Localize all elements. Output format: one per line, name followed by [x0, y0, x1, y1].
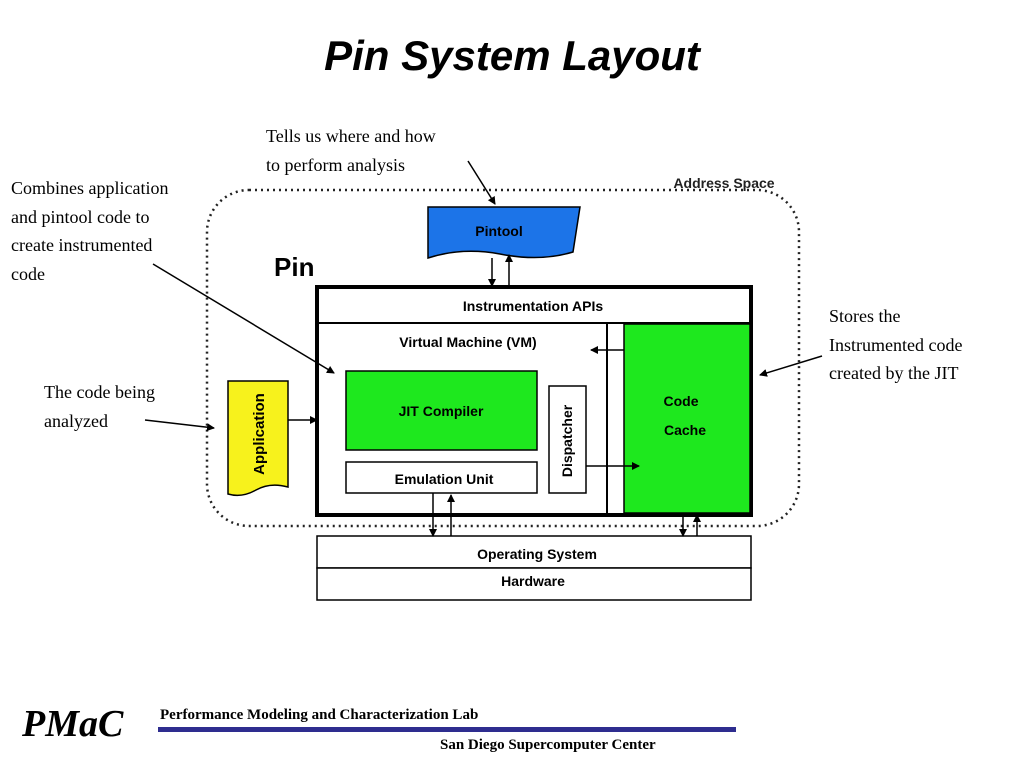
virtual-machine-label: Virtual Machine (VM)	[399, 334, 536, 350]
address-space-region	[205, 188, 801, 528]
operating-system-box	[316, 535, 752, 569]
pin-label: Pin	[274, 252, 314, 282]
dispatcher-box	[548, 385, 587, 494]
jit-compiler-label: JIT Compiler	[399, 403, 484, 419]
code-cache-label-line2: Cache	[664, 422, 706, 438]
code-cache-pointer-arrow	[759, 355, 823, 377]
code-cache-box	[623, 323, 751, 514]
pin-pointer-arrow	[152, 263, 335, 374]
footer-divider-bar	[158, 727, 736, 732]
jit-compiler-box	[345, 370, 538, 451]
footer-center-name: San Diego Supercomputer Center	[440, 737, 656, 753]
pintool-label: Pintool	[475, 223, 522, 239]
operating-system-label: Operating System	[477, 546, 597, 562]
emulation-unit-box	[345, 461, 538, 494]
pin-annotation: Combines application and pintool code to…	[11, 178, 169, 284]
pmac-logo: PMaC	[22, 703, 124, 745]
application-pointer-arrow	[144, 419, 215, 432]
footer-lab-name: Performance Modeling and Characterizatio…	[160, 707, 479, 723]
hardware-label: Hardware	[501, 573, 565, 589]
dispatcher-label: Dispatcher	[559, 404, 575, 477]
hardware-box	[316, 567, 752, 601]
code-cache-label-line1: Code	[664, 393, 699, 409]
pintool-pointer-arrow	[467, 160, 496, 205]
application-annotation: The code being analyzed	[44, 382, 155, 431]
application-shape	[227, 380, 289, 497]
page-title: Pin System Layout	[324, 32, 700, 79]
instrumentation-apis-label: Instrumentation APIs	[463, 298, 603, 314]
emulation-unit-label: Emulation Unit	[395, 471, 494, 487]
address-space-label: Address Space	[673, 175, 774, 191]
application-label: Application	[251, 393, 268, 475]
code-cache-annotation: Stores the Instrumented code created by …	[829, 306, 963, 383]
pintool-shape	[427, 206, 581, 260]
pintool-annotation: Tells us where and how to perform analys…	[266, 126, 436, 175]
